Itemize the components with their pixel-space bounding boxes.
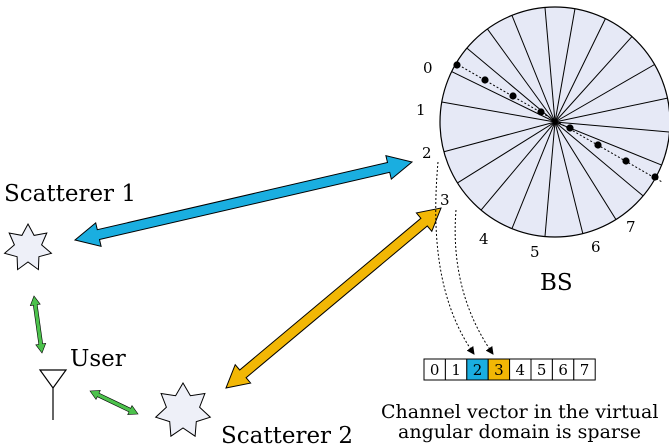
link-bs-scatterer2-arrow (225, 207, 442, 389)
antenna-element-dot (594, 141, 602, 149)
user-label: User (70, 346, 126, 372)
antenna-element-dot (566, 124, 574, 132)
link-scatterer1-user-arrow (29, 295, 47, 354)
bs-sector-line (511, 15, 556, 123)
sector-label-2: 2 (422, 144, 432, 162)
mapping-arrow-sector-3 (454, 209, 494, 355)
antenna-element-dot (537, 108, 545, 116)
vector-cell-label-4: 4 (516, 361, 526, 379)
bs-sector-lines (441, 7, 669, 237)
mapping-arrow-sector-2 (435, 161, 475, 355)
vector-cell-label-2: 2 (473, 361, 483, 379)
vector-cell-label-7: 7 (580, 361, 590, 379)
bs-sector-line (554, 121, 617, 220)
caption-line-1: Channel vector in the virtual (381, 401, 658, 423)
base-station: BS (439, 6, 669, 296)
bs-sector-line (554, 121, 644, 197)
antenna-element-dot (622, 157, 630, 165)
link-user-scatterer2-arrow (89, 390, 139, 415)
vector-cell-label-6: 6 (558, 361, 568, 379)
bs-sector-line (554, 8, 576, 123)
bs-sector-line (443, 121, 556, 153)
bs-sector-line (554, 36, 633, 123)
antenna-element-dot (453, 61, 461, 69)
vector-cell-label-0: 0 (430, 361, 440, 379)
vector-cell-7 (573, 358, 596, 381)
antenna-elements (453, 61, 659, 181)
bs-sector-line (544, 121, 556, 237)
antenna-element-dot (651, 173, 659, 181)
bs-sector-line (554, 97, 668, 123)
bs-sector-line (451, 71, 556, 123)
sector-label-0: 0 (423, 59, 433, 77)
link-bs-scatterer1-arrow (73, 155, 414, 247)
bs-sector-line (441, 101, 556, 123)
antenna-element-dot (481, 76, 489, 84)
bs-sector-line (554, 121, 669, 133)
scatterer-1-star-icon (3, 222, 53, 271)
bs-sector-line (544, 7, 556, 123)
sector-label-5: 5 (530, 243, 540, 261)
vector-cell-label-3: 3 (494, 361, 504, 379)
sector-label-3: 3 (440, 191, 450, 209)
sector-label-1: 1 (416, 101, 426, 119)
sector-label-7: 7 (626, 218, 636, 236)
vector-cell-label-5: 5 (537, 361, 547, 379)
bs-sector-line (511, 121, 556, 229)
caption-line-2: angular domain is sparse (398, 421, 641, 443)
sector-label-6: 6 (591, 238, 601, 256)
bs-label: BS (540, 270, 573, 296)
scatterer-2-star-icon (154, 382, 212, 438)
sector-label-4: 4 (479, 230, 489, 248)
bs-sector-line (457, 121, 556, 184)
scatterer-1-label: Scatterer 1 (4, 181, 136, 207)
bs-sector-line (480, 121, 556, 211)
antenna-element-dot (509, 92, 517, 100)
vector-cell-label-1: 1 (451, 361, 461, 379)
bs-sector-line (554, 121, 584, 234)
bs-sector-line (554, 18, 606, 123)
bs-sector-line (554, 64, 655, 123)
scatterer-2-label: Scatterer 2 (221, 423, 353, 448)
user-antenna-icon (38, 369, 68, 420)
sector-labels: 0 1 2 3 4 5 6 7 (416, 59, 636, 261)
bs-sector-line (487, 28, 556, 123)
